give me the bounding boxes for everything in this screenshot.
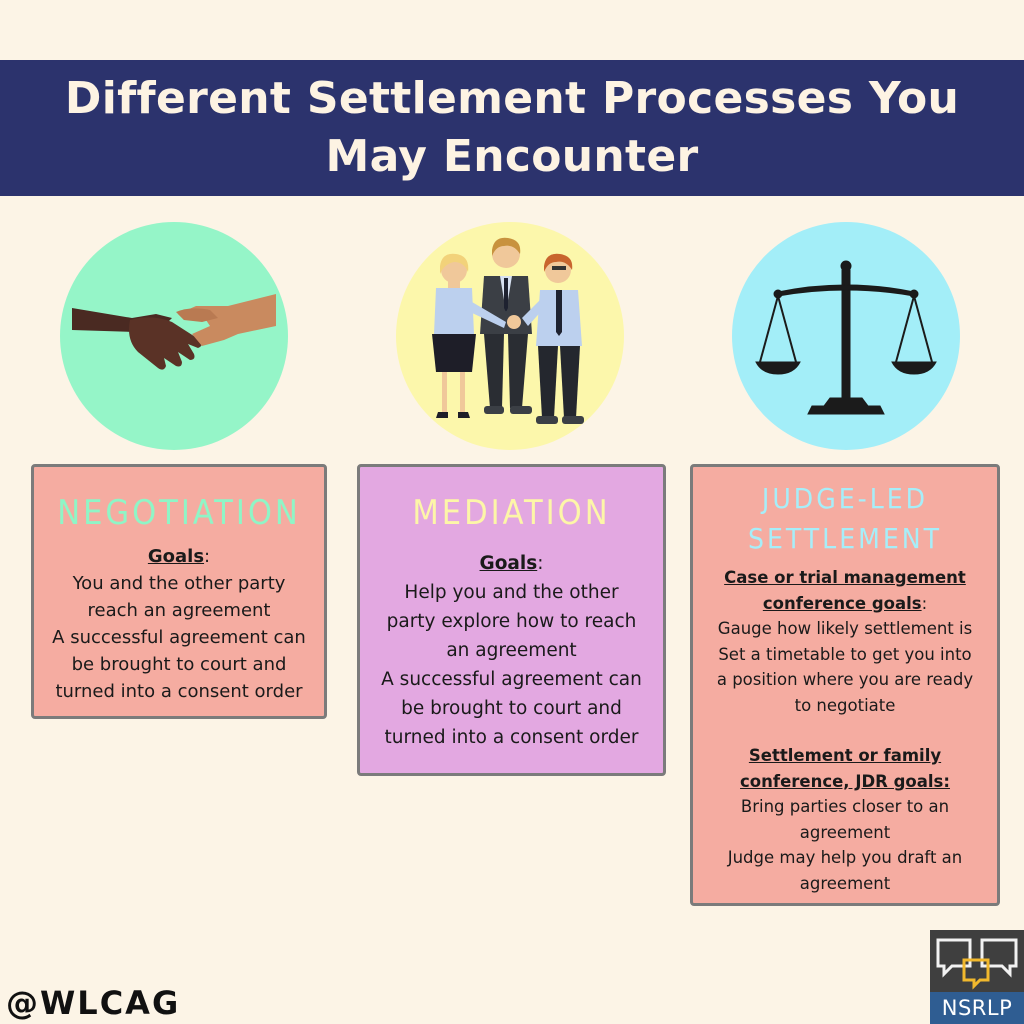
logo-text: NSRLP (941, 996, 1013, 1020)
goal-line: turned into a consent order (384, 727, 639, 748)
section-heading: conference, JDR goals: (740, 771, 950, 791)
goal-line: Help you and the other (404, 582, 619, 603)
page-title: Different Settlement Processes You May E… (64, 73, 960, 182)
goal-line: to negotiate (794, 695, 896, 715)
goals-label: Goals (147, 546, 205, 567)
judge-led-title: JUDGE-LED SETTLEMENT (748, 482, 942, 555)
goal-line: You and the other party (72, 573, 286, 594)
negotiation-body: Goals: You and the other party reach an … (34, 543, 324, 705)
mediation-body: Goals: Help you and the other party expl… (360, 549, 663, 752)
people-group-icon (432, 237, 584, 424)
goal-line: Set a timetable to get you into (718, 644, 972, 664)
section-heading: Settlement or family (748, 746, 942, 765)
goal-line: be brought to court and (401, 698, 622, 719)
goal-line: an agreement (446, 640, 577, 661)
speech-bubbles-icon (936, 938, 1018, 990)
goal-line: turned into a consent order (55, 681, 303, 702)
goal-line: A successful agreement can (52, 627, 306, 648)
scales-of-justice-icon (755, 260, 937, 415)
mediation-card: MEDIATION Goals: Help you and the other … (357, 464, 666, 776)
mediation-title: MEDIATION (412, 493, 611, 533)
negotiation-title: NEGOTIATION (57, 493, 301, 533)
goal-line: reach an agreement (87, 600, 271, 621)
section-heading: Case or trial management (724, 568, 966, 587)
mediation-circle (396, 222, 624, 450)
judge-led-card: JUDGE-LED SETTLEMENT Case or trial manag… (690, 464, 1000, 906)
goal-line: be brought to court and (71, 654, 287, 675)
goal-line: Bring parties closer to an (740, 797, 950, 816)
title-banner: Different Settlement Processes You May E… (0, 60, 1024, 196)
goal-line: agreement (799, 873, 891, 893)
handshake-icon (72, 294, 276, 370)
social-handle: @WLCAG (6, 984, 181, 1022)
goal-line: agreement (799, 822, 891, 842)
goal-line: Gauge how likely settlement is (717, 619, 973, 638)
goal-line: A successful agreement can (381, 669, 642, 690)
negotiation-card: NEGOTIATION Goals: You and the other par… (31, 464, 327, 719)
goal-line: party explore how to reach (386, 611, 637, 632)
goals-label: Goals (479, 553, 538, 574)
judge-led-body: Case or trial management conference goal… (693, 565, 997, 896)
judge-circle (732, 222, 960, 450)
goal-line: a position where you are ready (716, 670, 974, 689)
nsrlp-logo: NSRLP (930, 930, 1024, 1024)
negotiation-circle (60, 222, 288, 450)
section-heading: conference goals (762, 593, 922, 613)
goal-line: Judge may help you draft an (727, 848, 963, 867)
